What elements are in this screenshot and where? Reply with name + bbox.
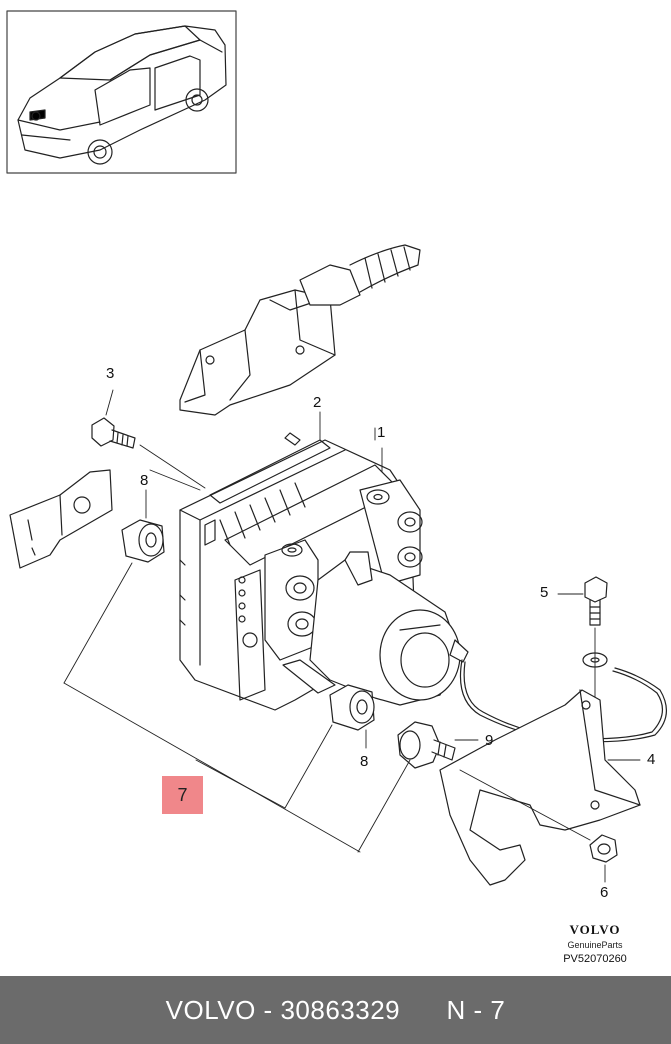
footer-page: N - 7 [446, 994, 506, 1025]
rubber-mount-9 [397, 721, 479, 769]
footer-part-info: VOLVO - 30863329 [165, 994, 401, 1025]
brand-subtitle: GenuineParts [567, 940, 623, 950]
brand-block: VOLVO GenuineParts PV52070260 [555, 922, 635, 965]
callout-2: 2 [313, 394, 322, 411]
callout-4: 4 [647, 751, 656, 768]
bushing-8-right [329, 684, 375, 749]
callout-1: 1 [377, 424, 386, 441]
bolt-3 [91, 389, 136, 449]
harness-connector [179, 244, 421, 416]
callout-7-label: 7 [177, 784, 188, 805]
exploded-parts-diagram [6, 10, 667, 886]
nut-6 [459, 769, 618, 883]
callout-5: 5 [540, 584, 549, 601]
callout-3: 3 [106, 365, 115, 382]
abs-hydraulic-unit [179, 411, 469, 711]
callout-6: 6 [600, 884, 609, 901]
diagram-code: PV52070260 [563, 953, 627, 965]
callout-8-right: 8 [360, 753, 369, 770]
mounting-bracket-4 [439, 689, 641, 886]
kit-7-leader-lines [63, 444, 411, 853]
callout-7-highlighted: 7 [162, 776, 203, 814]
footer-bar: VOLVO - 30863329 N - 7 [0, 976, 671, 1044]
bushing-8-left [121, 489, 165, 563]
component-location-marker [31, 111, 41, 121]
callout-9: 9 [485, 732, 494, 749]
car-location-thumbnail [6, 10, 237, 174]
callout-8-left: 8 [140, 472, 149, 489]
left-bracket [9, 469, 113, 569]
brand-wordmark: VOLVO [569, 922, 621, 937]
footer-spacer [400, 995, 446, 1026]
